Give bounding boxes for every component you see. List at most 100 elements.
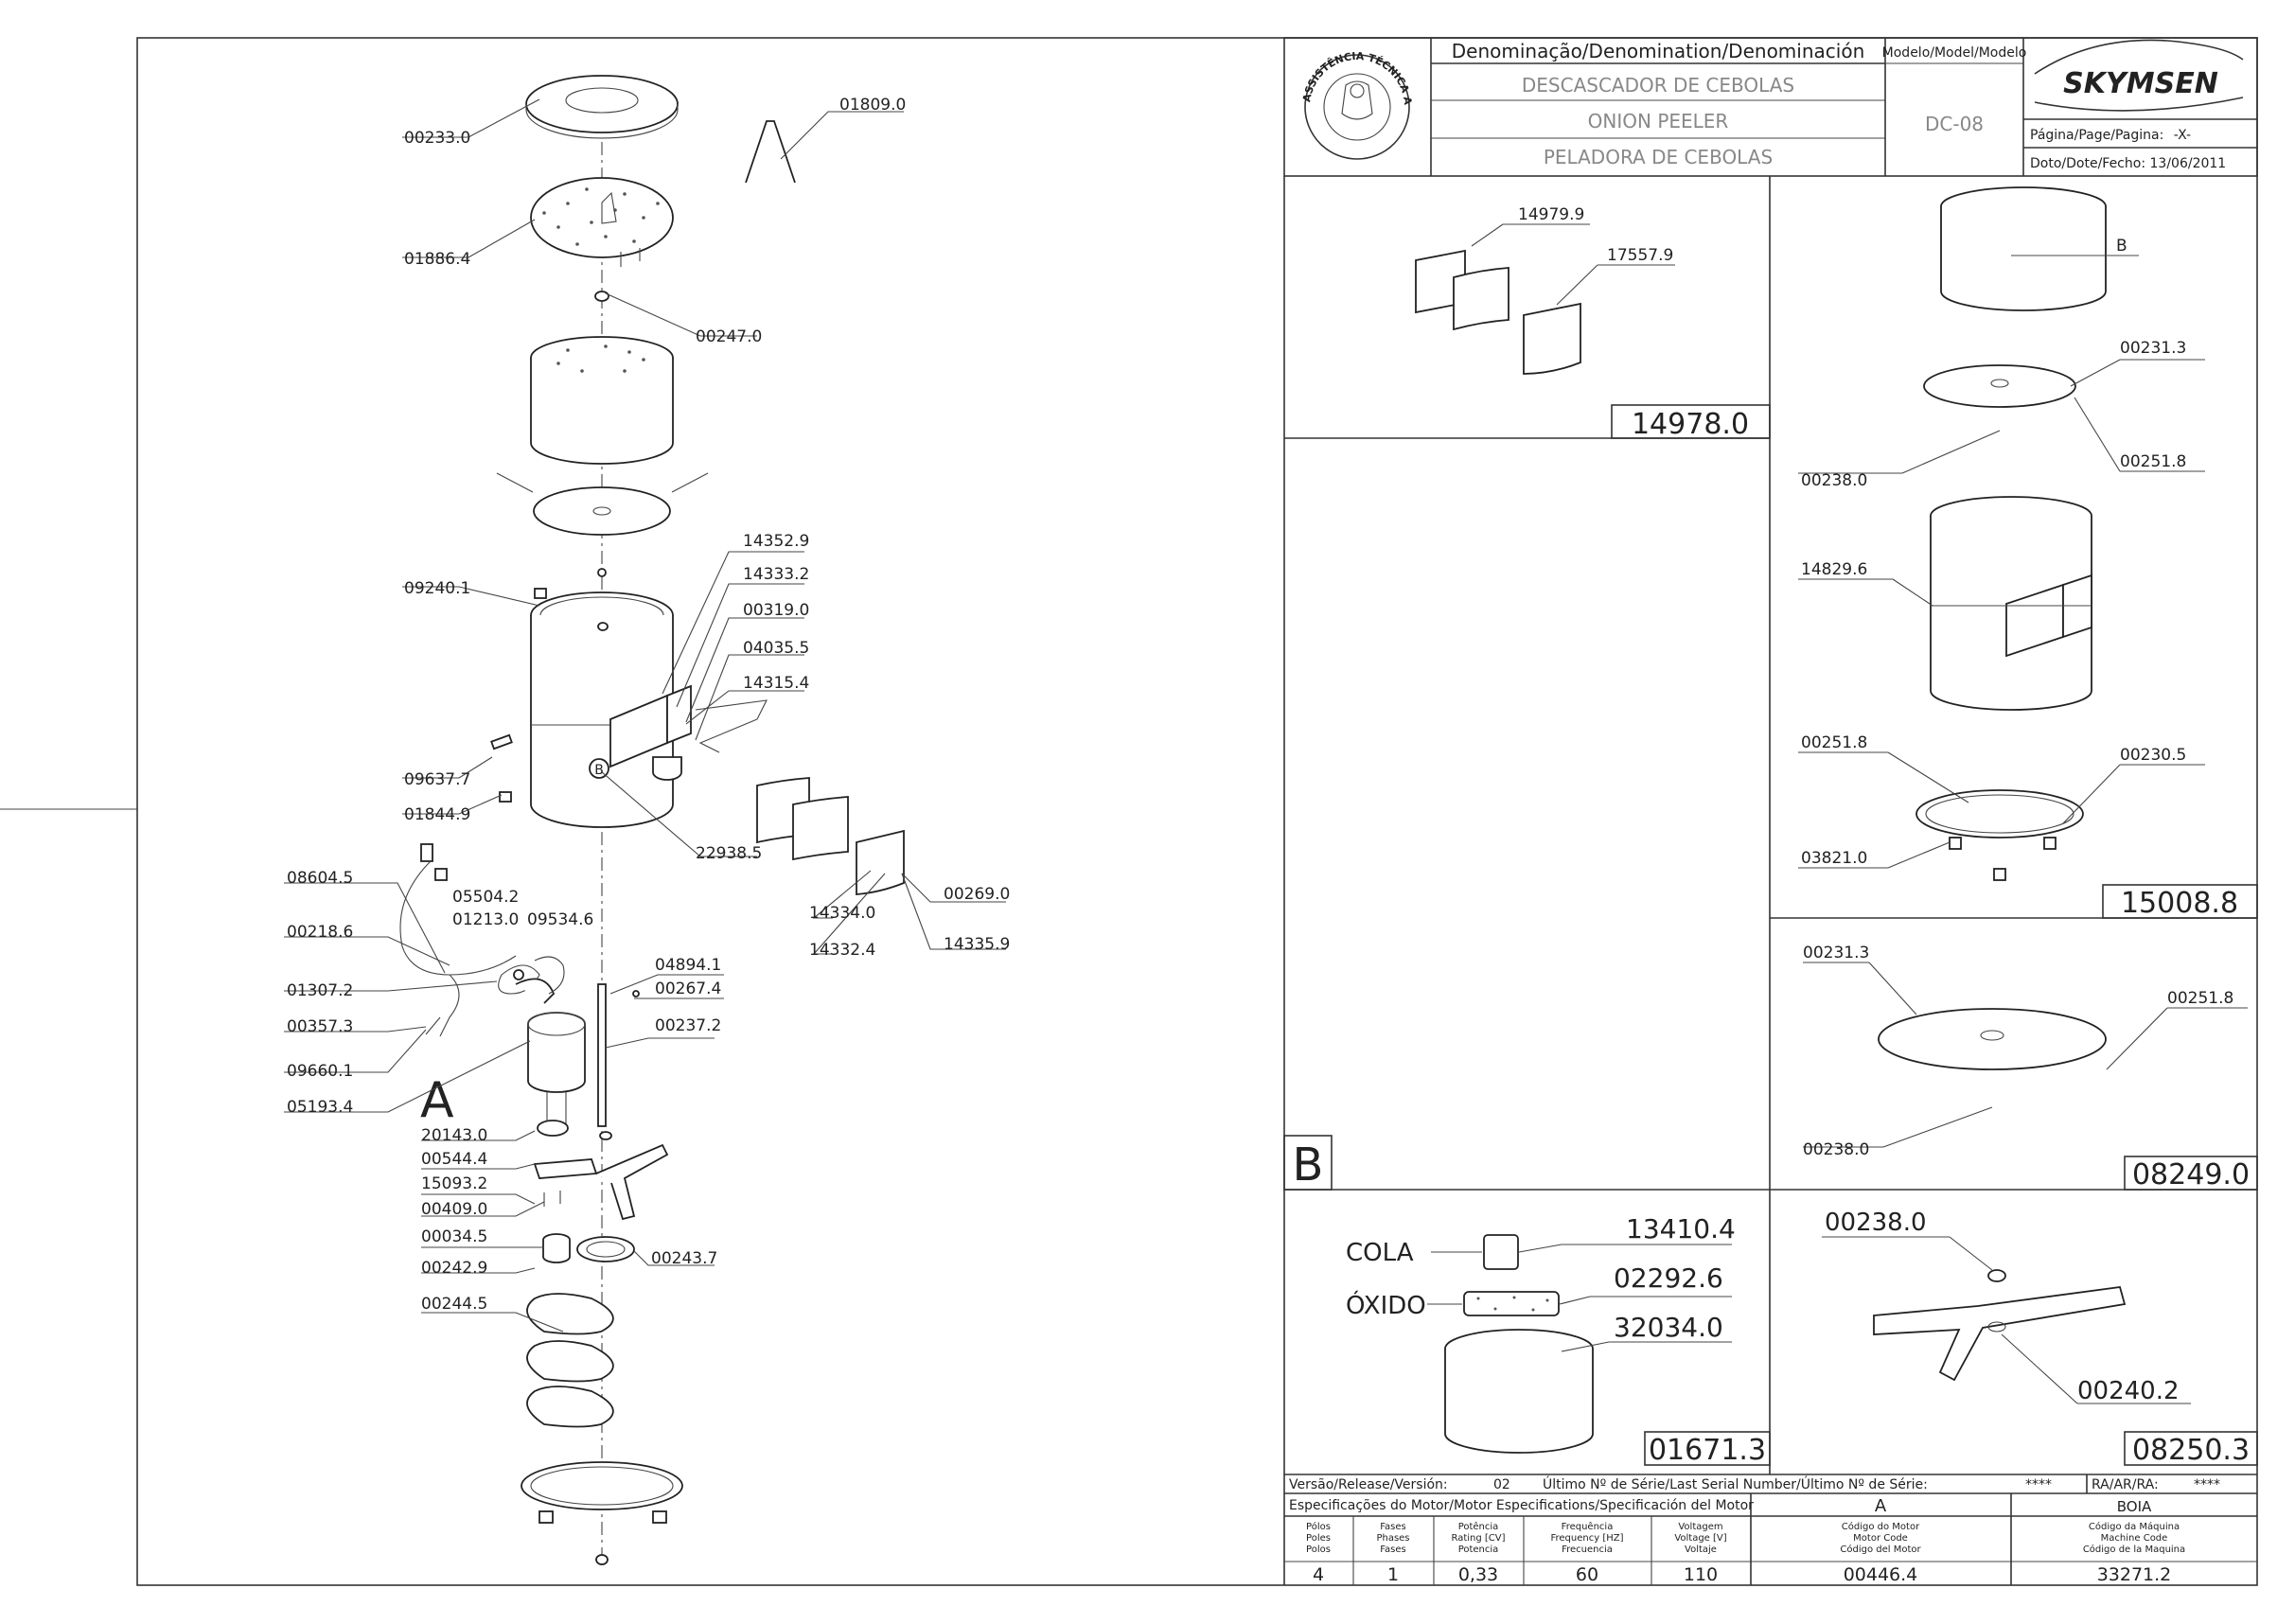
value-phases: 1 (1387, 1564, 1399, 1585)
version-label: Versão/Release/Versión: (1289, 1477, 1448, 1492)
date-label: Doto/Dote/Fecho: (2030, 156, 2145, 171)
box-15008-title: 15008.8 (2121, 887, 2238, 920)
part-04894-1: 04894.1 (655, 956, 721, 975)
col-a-header: A (1875, 1496, 1887, 1516)
version-value: 02 (1493, 1477, 1510, 1492)
technical-assistance-seal: ASSISTÊNCIA TÉCNICA AUTORIZADA (0, 0, 1414, 160)
part-08604-5: 08604.5 (287, 869, 353, 888)
col-rating-l3: Potencia (1458, 1545, 1499, 1555)
part-00242-9: 00242.9 (421, 1259, 487, 1278)
part-22938-5: 22938.5 (696, 844, 762, 863)
denomination-label: Denominação/Denomination/Denominación (1452, 40, 1865, 62)
col-motor-code-l1: Código do Motor (1842, 1521, 1920, 1532)
col-rating-l2: Rating [CV] (1451, 1533, 1505, 1544)
part-01307-2: 01307.2 (287, 981, 353, 1000)
value-machine-code: 33271.2 (2097, 1564, 2172, 1585)
col-machine-code-l3: Código de la Maquina (2083, 1544, 2185, 1555)
part-b-assembly: B (2116, 237, 2127, 256)
box-14978: 14978.0 14979.9 17557.9 (1415, 205, 1771, 441)
col-poles-l1: Pólos (1306, 1521, 1331, 1532)
brand-logo: SKYMSEN (2034, 39, 2244, 112)
part-01213-0: 01213.0 (452, 910, 519, 929)
part-01886-4: 01886.4 (404, 250, 470, 269)
part-09534-6: 09534.6 (527, 910, 593, 929)
col-machine-code-l1: Código da Máquina (2089, 1521, 2180, 1532)
part-14333-2: 14333.2 (743, 565, 809, 584)
box-08250: 08250.3 00238.0 00240.2 (1822, 1209, 2258, 1467)
col-machine-code-l2: Machine Code (2101, 1533, 2168, 1544)
serial-value: **** (2025, 1477, 2052, 1492)
col-frequency-l2: Frequency [HZ] (1550, 1533, 1623, 1544)
part-00251-8-b: 00251.8 (1801, 733, 1867, 752)
part-00034-5: 00034.5 (421, 1227, 487, 1246)
value-voltage: 110 (1684, 1564, 1718, 1585)
part-00243-7: 00243.7 (651, 1249, 717, 1268)
letter-a: A (420, 1072, 454, 1129)
box-08250-title: 08250.3 (2132, 1434, 2250, 1467)
name-en: ONION PEELER (1588, 110, 1729, 132)
col-voltage-l2: Voltage [V] (1674, 1533, 1726, 1544)
col-motor-code-l2: Motor Code (1853, 1533, 1908, 1544)
footer-table: Versão/Release/Versión: 02 Último Nº de … (1284, 1474, 2257, 1585)
box-01671-letter: B (1293, 1139, 1324, 1192)
svg-text:ASSISTÊNCIA TÉCNICA AUTORIZADA: ASSISTÊNCIA TÉCNICA AUTORIZADA (0, 0, 1414, 106)
part-00247-0: 00247.0 (696, 327, 762, 346)
brand-name: SKYMSEN (2063, 67, 2218, 100)
part-00251-8-c: 00251.8 (2167, 989, 2233, 1008)
sheet-frame (136, 37, 2258, 1586)
part-00230-5: 00230.5 (2120, 746, 2186, 765)
box-01671-title: 01671.3 (1649, 1434, 1766, 1467)
part-00218-6: 00218.6 (287, 923, 353, 942)
serial-label: Último Nº de Série/Last Serial Number/Úl… (1543, 1475, 1928, 1492)
value-motor-code: 00446.4 (1844, 1564, 1918, 1585)
part-20143-0: 20143.0 (421, 1126, 487, 1145)
part-09637-7: 09637.7 (404, 770, 470, 789)
col-poles-l3: Polos (1306, 1545, 1331, 1555)
col-poles-l2: Poles (1306, 1533, 1331, 1544)
part-00238-0-c: 00238.0 (1825, 1209, 1927, 1237)
part-17557-9: 17557.9 (1607, 246, 1673, 265)
date-value: 13/06/2011 (2150, 156, 2227, 171)
part-00237-2: 00237.2 (655, 1016, 721, 1035)
page-label: Página/Page/Pagina: (2030, 128, 2163, 143)
part-14334-0: 14334.0 (809, 904, 875, 923)
part-14335-9: 14335.9 (944, 935, 1010, 954)
part-14979-9: 14979.9 (1518, 205, 1584, 224)
part-00231-3-b: 00231.3 (1803, 944, 1869, 962)
name-pt: DESCASCADOR DE CEBOLAS (1522, 74, 1794, 97)
part-02292-6: 02292.6 (1614, 1262, 1723, 1294)
col-motor-code-l3: Código del Motor (1840, 1544, 1921, 1555)
part-00544-4: 00544.4 (421, 1150, 487, 1169)
value-poles: 4 (1313, 1564, 1324, 1585)
col-phases-l1: Fases (1380, 1522, 1406, 1532)
svg-text:Doto/Dote/Fecho: 13/06/2: Doto/Dote/Fecho: 13/06/2011 (2030, 156, 2226, 171)
main-exploded-view: B A (284, 75, 1010, 1565)
col-frequency-l3: Frecuencia (1562, 1545, 1613, 1555)
part-00357-3: 00357.3 (287, 1017, 353, 1036)
col-frequency-l1: Frequência (1562, 1521, 1614, 1532)
part-00267-4: 00267.4 (655, 980, 721, 998)
part-05193-4: 05193.4 (287, 1098, 353, 1117)
box-01671: B 01671.3 COLA 13410.4 ÓXIDO 02292.6 320… (1283, 1135, 1771, 1467)
part-00240-2: 00240.2 (2077, 1377, 2180, 1405)
seal-text: ASSISTÊNCIA TÉCNICA AUTORIZADA (0, 0, 1414, 106)
part-14315-4: 14315.4 (743, 674, 809, 693)
label-oxido: ÓXIDO (1346, 1290, 1426, 1320)
model-value: DC-08 (1925, 113, 1984, 135)
part-14332-4: 14332.4 (809, 941, 875, 960)
part-01809-0: 01809.0 (839, 96, 906, 115)
box-15008: 15008.8 B 00231.3 00238.0 00251.8 14829.… (1798, 186, 2258, 920)
model-label: Modelo/Model/Modelo (1882, 45, 2027, 61)
part-00269-0: 00269.0 (944, 885, 1010, 904)
part-00409-0: 00409.0 (421, 1200, 487, 1219)
box-14978-title: 14978.0 (1632, 408, 1749, 441)
part-00244-5: 00244.5 (421, 1295, 487, 1314)
value-frequency: 60 (1576, 1564, 1598, 1585)
col-boia-header: BOIA (2117, 1498, 2152, 1515)
name-es: PELADORA DE CEBOLAS (1544, 146, 1773, 168)
part-32034-0: 32034.0 (1614, 1312, 1723, 1343)
svg-text:Página/Page/Pagina: -X-: Página/Page/Pagina: -X- (2030, 128, 2191, 143)
part-01844-9: 01844.9 (404, 805, 470, 824)
part-09240-1: 09240.1 (404, 579, 470, 598)
